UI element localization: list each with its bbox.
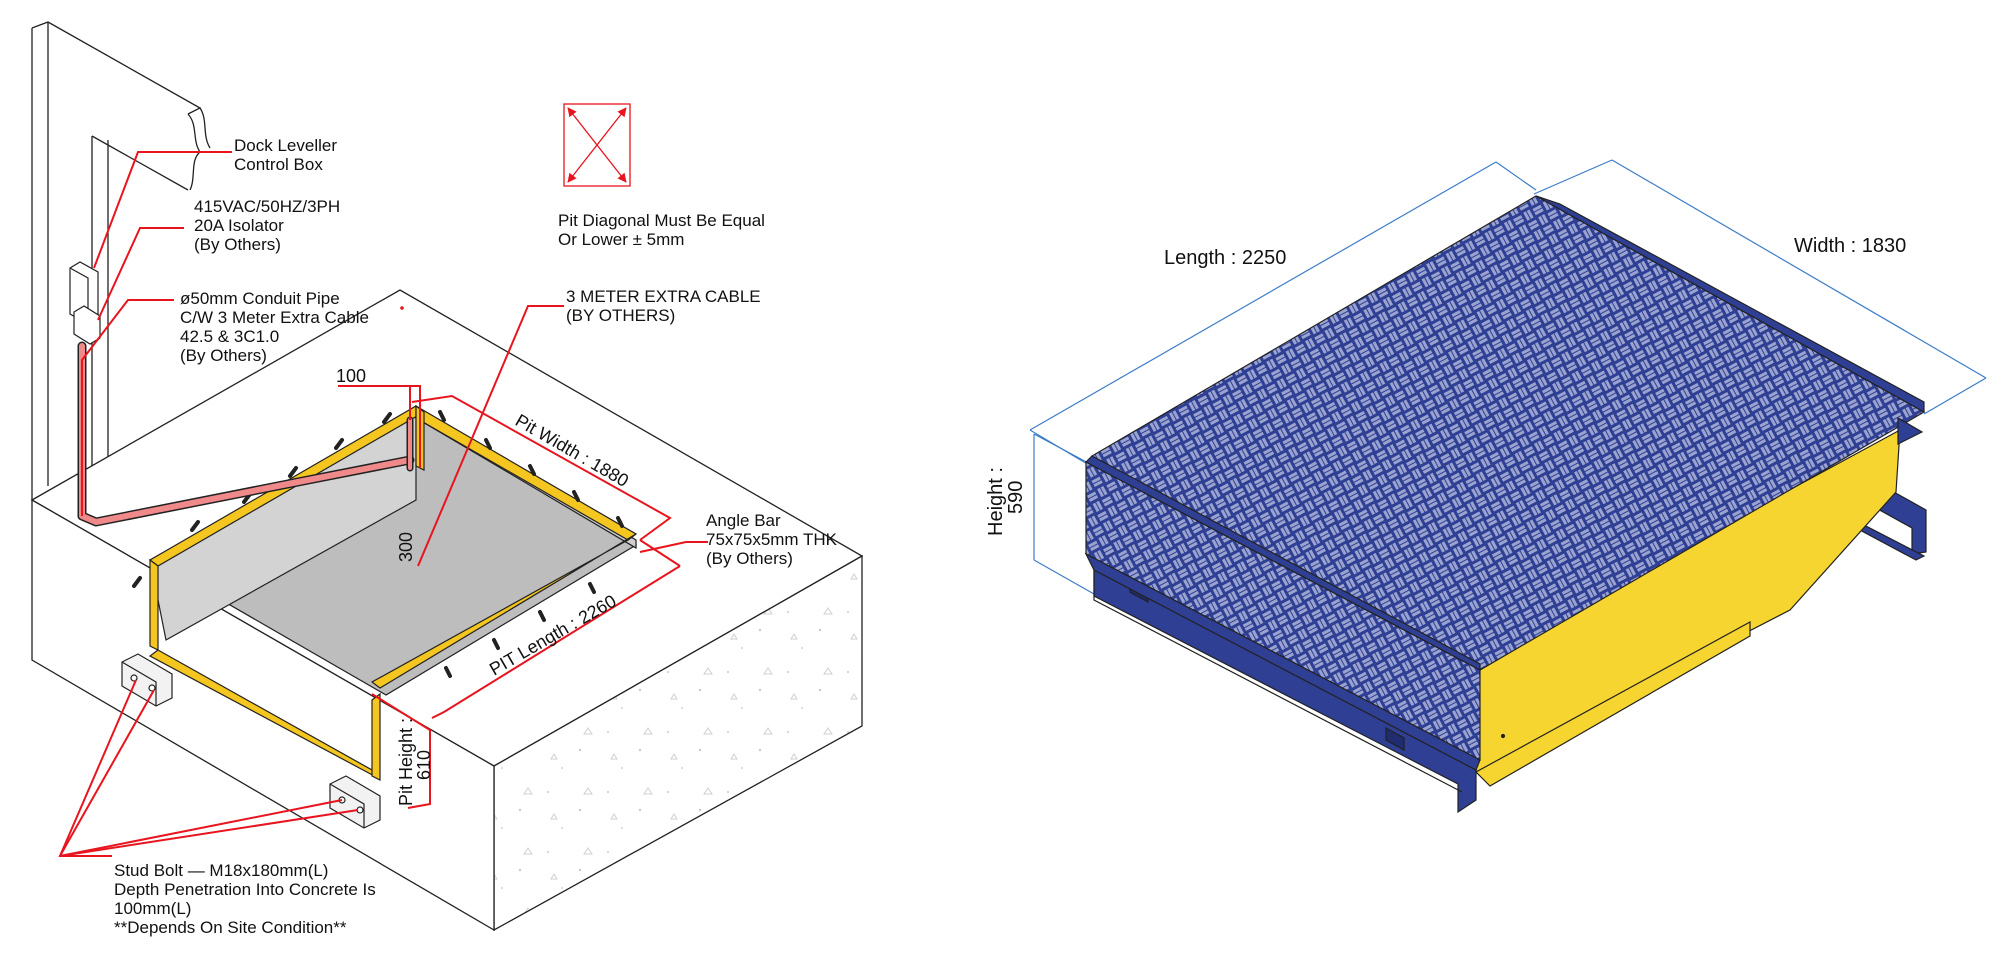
anchor-studs bbox=[132, 410, 624, 678]
dim-100-label: 100 bbox=[336, 366, 366, 386]
pit-installation-diagram: Dock Leveller Control Box 415VAC/50HZ/3P… bbox=[30, 21, 864, 937]
isolator-label: 415VAC/50HZ/3PH 20A Isolator (By Others) bbox=[194, 197, 345, 254]
pit-height-label: Pit Height : 610 bbox=[396, 713, 434, 806]
conduit-label: ø50mm Conduit Pipe C/W 3 Meter Extra Cab… bbox=[180, 289, 374, 365]
dim-300-label: 300 bbox=[396, 532, 416, 562]
pit-dimension-lines bbox=[338, 385, 681, 809]
stud-bolt-plate-1 bbox=[121, 653, 173, 707]
leveller-height-label: Height : 590 bbox=[985, 462, 1027, 537]
marker-dot bbox=[400, 306, 404, 310]
angle-bar-label: Angle Bar 75x75x5mm THK (By Others) bbox=[706, 511, 842, 568]
stud-bolt-label: Stud Bolt — M18x180mm(L) Depth Penetrati… bbox=[114, 861, 381, 937]
leveller-length-label: Length : 2250 bbox=[1164, 247, 1286, 269]
diagonal-note: Pit Diagonal Must Be Equal Or Lower ± 5m… bbox=[558, 211, 770, 249]
leveller-dimension-lines bbox=[1029, 159, 1987, 595]
control-box bbox=[69, 261, 101, 345]
control-box-label: Dock Leveller Control Box bbox=[234, 136, 342, 174]
callout-leaders bbox=[58, 151, 708, 857]
dock-leveller-3d: Length : 2250 Width : 1830 Height : 590 bbox=[985, 159, 1987, 814]
pit-diagonal-symbol bbox=[563, 103, 631, 187]
front-lip bbox=[1084, 455, 1481, 771]
leveller-width-label: Width : 1830 bbox=[1794, 235, 1906, 257]
extra-cable-label: 3 METER EXTRA CABLE (BY OTHERS) bbox=[566, 287, 765, 325]
